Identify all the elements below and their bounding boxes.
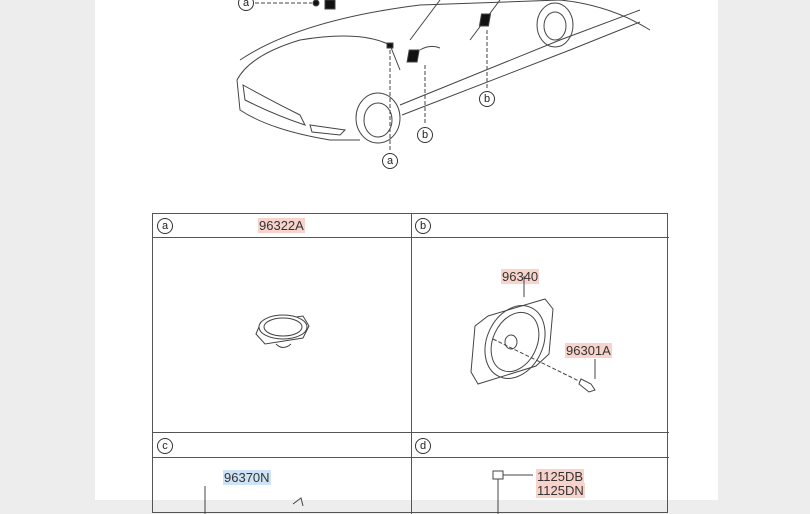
part-96370N[interactable]: 96370N	[223, 470, 271, 485]
bolt-drawing	[492, 470, 533, 514]
part-1125DN[interactable]: 1125DN	[536, 483, 585, 498]
bracket-drawing	[292, 497, 304, 507]
part-96301A[interactable]: 96301A	[565, 343, 612, 358]
callout-b-front: b	[417, 127, 433, 143]
section-b-label: b	[415, 218, 431, 234]
callout-b-rear: b	[479, 91, 495, 107]
callout-a-bottom: a	[382, 153, 398, 169]
section-c-label: c	[157, 438, 173, 454]
car-illustration	[236, 0, 651, 151]
section-a-label: a	[157, 218, 173, 234]
divider	[153, 432, 669, 433]
parts-table: a 96322A b 96340 96301A c 96370N d 1125D…	[152, 213, 669, 514]
divider	[153, 457, 669, 458]
diagram-sheet	[95, 0, 718, 500]
divider	[153, 237, 669, 238]
divider	[411, 214, 412, 514]
part-96322A[interactable]: 96322A	[258, 218, 305, 233]
section-d-label: d	[415, 438, 431, 454]
part-96340[interactable]: 96340	[501, 269, 540, 284]
callout-a-top: a	[238, 0, 254, 11]
tweeter-speaker-drawing	[255, 314, 310, 348]
part-1125DB[interactable]: 1125DB	[536, 469, 585, 484]
door-speaker-drawing	[470, 276, 596, 393]
